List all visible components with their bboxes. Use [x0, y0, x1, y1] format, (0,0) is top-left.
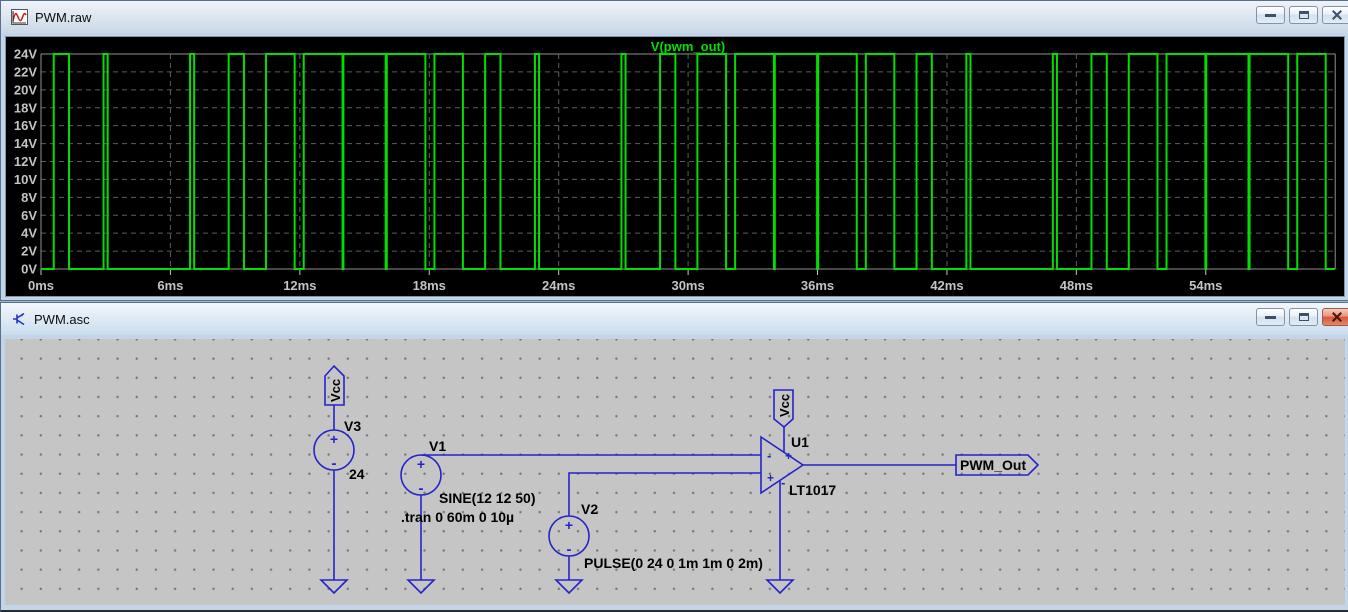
close-button[interactable]	[1322, 308, 1348, 326]
plus-terminal: +	[565, 517, 573, 533]
minimize-button[interactable]	[1256, 308, 1285, 326]
minimize-icon	[1265, 315, 1276, 319]
y-axis-tick-label: 12V	[14, 154, 37, 169]
comparator-u1[interactable]: - + + - U1 LT1017	[760, 434, 836, 498]
negative-supply-mark: -	[781, 475, 785, 490]
y-axis-tick-label: 0V	[21, 262, 37, 277]
restore-button[interactable]	[1289, 308, 1318, 326]
close-icon	[1332, 10, 1342, 20]
titlebar-pwm-asc[interactable]: PWM.asc	[1, 303, 1348, 335]
minus-terminal: -	[332, 455, 337, 472]
vcc-flag-v3[interactable]: Vcc	[324, 364, 345, 406]
voltage-source-v2[interactable]: + - V2 PULSE(0 24 0 1m 1m 0 2m)	[548, 501, 763, 571]
voltage-source-v1[interactable]: + - V1 SINE(12 12 50)	[400, 438, 536, 506]
y-axis-tick-label: 16V	[14, 118, 37, 133]
net-label-pwm-out[interactable]: PWM_Out	[955, 454, 1040, 476]
x-axis-tick-label: 36ms	[801, 278, 834, 293]
close-icon	[1332, 312, 1342, 322]
x-axis-tick-label: 0ms	[28, 278, 54, 293]
voltage-source-v3[interactable]: + - V3 24	[313, 418, 365, 482]
y-axis-tick-label: 2V	[21, 244, 37, 259]
component-value: SINE(12 12 50)	[439, 490, 536, 506]
component-name: V1	[429, 438, 446, 454]
window-title: PWM.asc	[34, 311, 90, 327]
wire-v2-to-plus-input	[568, 472, 761, 516]
plus-terminal: +	[417, 456, 425, 472]
x-axis-tick-label: 42ms	[930, 278, 963, 293]
x-axis-tick-label: 24ms	[542, 278, 575, 293]
window-title: PWM.raw	[35, 9, 92, 25]
schematic-icon	[13, 312, 25, 326]
x-axis-tick-label: 18ms	[413, 278, 446, 293]
spice-directive[interactable]: .tran 0 60m 0 10µ	[401, 509, 514, 525]
y-axis-tick-label: 22V	[14, 64, 37, 79]
minus-terminal: -	[567, 541, 572, 558]
y-axis-tick-label: 18V	[14, 100, 37, 115]
plus-terminal: +	[330, 431, 338, 447]
y-axis-tick-label: 24V	[14, 47, 37, 62]
y-axis-tick-label: 20V	[14, 82, 37, 97]
inverting-input-mark: -	[767, 448, 771, 463]
waveform-icon	[11, 9, 28, 25]
component-name: V3	[344, 418, 361, 434]
close-button[interactable]	[1322, 6, 1348, 24]
y-axis-tick-label: 10V	[14, 172, 37, 187]
ground-icon[interactable]	[554, 579, 584, 595]
titlebar-pwm-raw[interactable]: PWM.raw	[1, 1, 1348, 33]
schematic-canvas[interactable]: Vcc + - V3 24 + - V1 SINE(12 12 50) .tra…	[5, 339, 1345, 605]
positive-supply-mark: +	[785, 449, 792, 463]
vcc-flag-label: Vcc	[328, 379, 343, 402]
caption-buttons	[1256, 6, 1348, 24]
noninverting-input-mark: +	[767, 471, 774, 485]
window-pwm-raw: PWM.raw 24V 22V 20V 18V 16V 14V 12V 10V 8V 6V 4V 2V…	[0, 0, 1348, 301]
restore-icon	[1298, 11, 1309, 19]
component-value: PULSE(0 24 0 1m 1m 0 2m)	[584, 555, 763, 571]
x-axis-tick-label: 12ms	[283, 278, 316, 293]
component-name: V2	[581, 501, 598, 517]
y-axis-tick-label: 4V	[21, 226, 37, 241]
wires	[333, 405, 956, 580]
restore-icon	[1298, 313, 1309, 321]
schematic-svg: Vcc + - V3 24 + - V1 SINE(12 12 50) .tra…	[313, 364, 1040, 595]
component-value: LT1017	[789, 482, 836, 498]
minus-terminal: -	[419, 480, 424, 497]
ground-icon[interactable]	[765, 579, 795, 595]
vcc-flag-label: Vcc	[777, 394, 792, 417]
y-axis-tick-label: 6V	[21, 208, 37, 223]
component-name: U1	[791, 434, 809, 450]
component-value: 24	[349, 466, 365, 482]
window-pwm-asc: PWM.asc	[0, 302, 1348, 612]
x-axis-tick-label: 48ms	[1060, 278, 1093, 293]
ground-icon[interactable]	[319, 579, 349, 595]
y-axis-tick-label: 14V	[14, 136, 37, 151]
y-axis-tick-label: 8V	[21, 190, 37, 205]
x-axis-tick-label: 30ms	[671, 278, 704, 293]
pwm-trace	[41, 53, 1336, 270]
restore-button[interactable]	[1289, 6, 1318, 24]
minimize-button[interactable]	[1256, 6, 1285, 24]
vcc-flag-u1[interactable]: Vcc	[773, 389, 794, 429]
plot-title: V(pwm_out)	[651, 39, 725, 54]
net-label-text: PWM_Out	[960, 457, 1026, 473]
x-axis-tick-label: 54ms	[1189, 278, 1222, 293]
ground-symbols[interactable]	[319, 579, 795, 595]
minimize-icon	[1265, 13, 1276, 17]
x-axis-tick-label: 6ms	[157, 278, 183, 293]
caption-buttons	[1256, 308, 1348, 326]
ground-icon[interactable]	[406, 579, 436, 595]
